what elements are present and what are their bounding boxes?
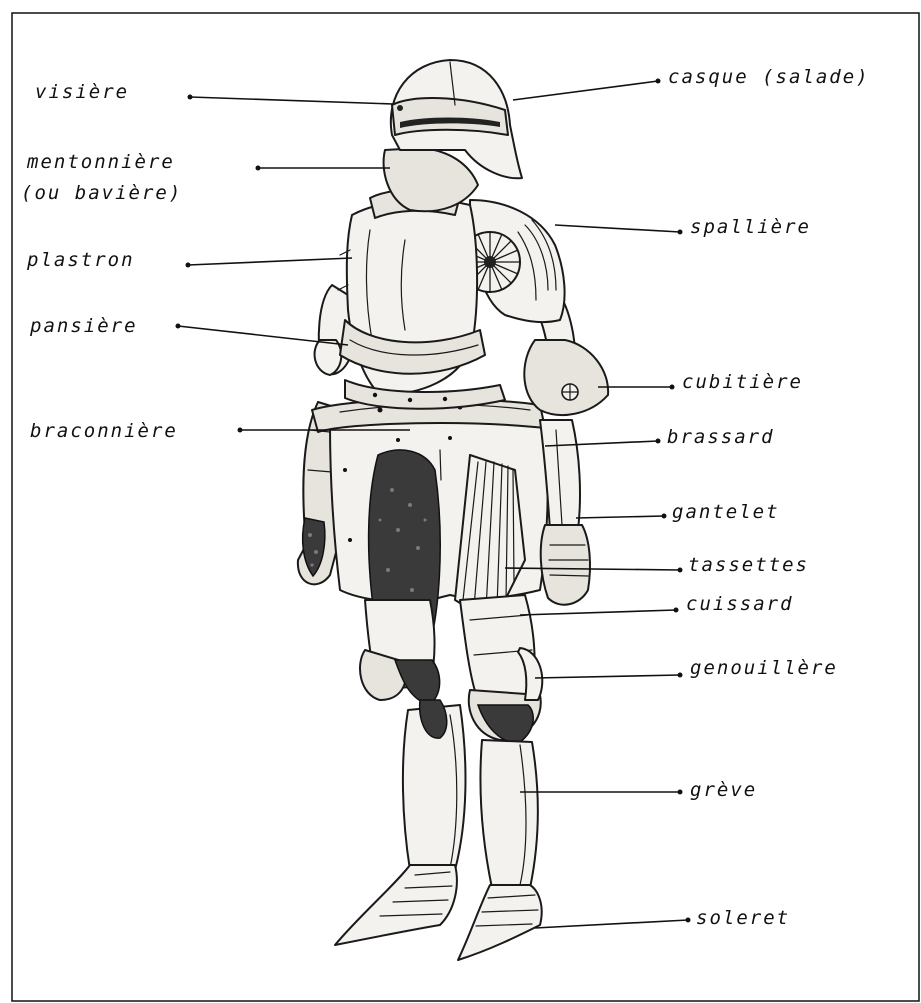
label-cubitiere: cubitière — [682, 371, 803, 393]
leader-genouillere — [535, 675, 680, 678]
helmet — [384, 60, 522, 211]
label-tassettes: tassettes — [688, 554, 809, 576]
leader-plastron — [188, 258, 352, 265]
label-spalliere: spallière — [690, 216, 811, 238]
label-visiere: visière — [35, 81, 129, 103]
cuissard-plate — [460, 595, 535, 700]
label-cuissard: cuissard — [686, 593, 794, 615]
armor-illustration — [298, 60, 608, 960]
leader-soleret — [535, 920, 688, 928]
label-soleret: soleret — [696, 907, 790, 929]
label-genouillere: genouillère — [690, 657, 838, 679]
leader-cuissard — [520, 610, 676, 615]
label-casque: casque (salade) — [668, 66, 870, 88]
label-greve: grève — [690, 779, 757, 801]
label-baviere: (ou bavière) — [21, 182, 182, 204]
leader-casque — [513, 81, 658, 100]
label-plastron: plastron — [26, 249, 135, 271]
leader-spalliere — [555, 225, 680, 232]
leader-visiere — [190, 97, 393, 104]
leader-gantelet — [576, 516, 664, 518]
label-mentonniere: mentonnière — [26, 151, 175, 173]
label-gantelet: gantelet — [672, 501, 780, 523]
label-brassard: brassard — [667, 426, 775, 448]
label-pansiere: pansière — [29, 315, 138, 337]
label-braconniere: braconnière — [30, 420, 178, 442]
